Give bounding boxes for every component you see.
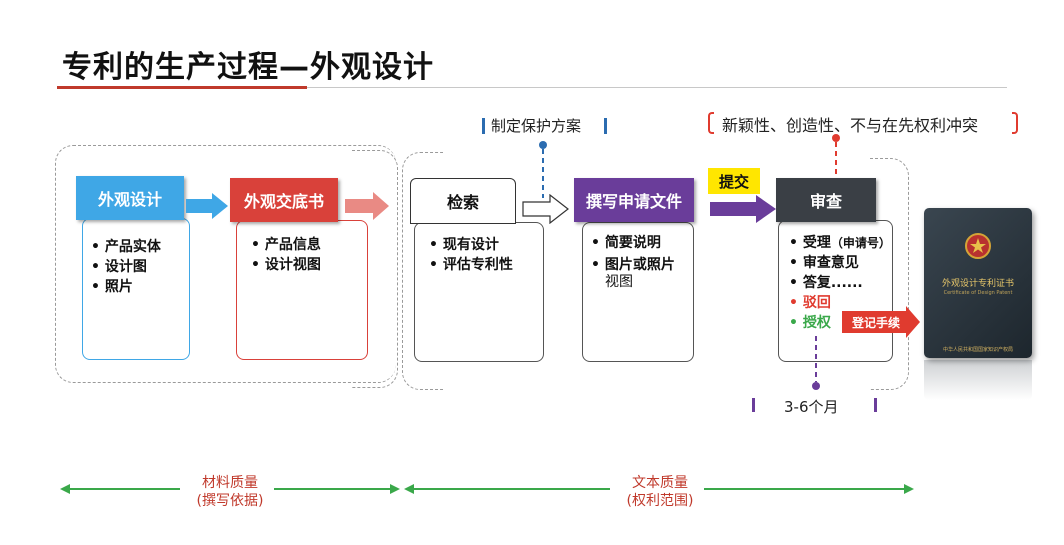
submit-badge: 提交 [708, 168, 760, 194]
protection-plan-label: 制定保护方案 [491, 117, 582, 135]
text-quality-line2: (权利范围) [626, 493, 694, 509]
examination-item-grant: • 授权 [789, 315, 831, 331]
arrow-application-to-examination [710, 195, 776, 223]
design-item: • 产品实体 [91, 239, 161, 255]
arrow-design-to-disclosure [186, 193, 228, 219]
certificate-reflection [924, 360, 1032, 400]
application-item: • 简要说明 [591, 235, 661, 251]
title-divider [57, 87, 1007, 88]
material-quality-arrow [60, 484, 400, 494]
design-item: • 照片 [91, 279, 133, 295]
design-items-box: • 产品实体 • 设计图 • 照片 [82, 218, 190, 360]
title-accent-bar [57, 86, 307, 89]
material-quality-line2: (撰写依据) [196, 493, 264, 509]
examination-application-number: （申请号） [830, 236, 891, 250]
text-quality-label: 文本质量 (权利范围) [610, 474, 710, 510]
criteria-bracket-left [708, 112, 714, 134]
duration-bracket-right [874, 398, 877, 412]
duration-bracket-left [752, 398, 755, 412]
criteria-bracket-right [1012, 112, 1018, 134]
national-emblem-icon [965, 233, 991, 259]
material-quality-line1: 材料质量 [202, 475, 258, 491]
examination-item-reject: • 驳回 [789, 295, 831, 311]
registration-arrow [842, 306, 920, 338]
design-item: • 设计图 [91, 259, 147, 275]
step-design: 外观设计 [76, 176, 184, 220]
search-item: • 现有设计 [429, 237, 499, 253]
criteria-connector [832, 134, 840, 180]
search-items-box: • 现有设计 • 评估专利性 [414, 222, 544, 362]
protection-plan-bracket-right [604, 118, 607, 134]
examination-item: • 审查意见 [789, 255, 859, 271]
text-quality-arrow [404, 484, 914, 494]
examination-item-accept: • 受理（申请号） [789, 233, 891, 253]
certificate-issuer: 中华人民共和国国家知识产权局 [942, 347, 1013, 353]
step-disclosure: 外观交底书 [230, 178, 338, 222]
disclosure-item: • 设计视图 [251, 257, 321, 273]
design-patent-certificate: 外观设计专利证书 Certificate of Design Patent 中华… [924, 208, 1032, 358]
criteria-label: 新颖性、创造性、不与在先权利冲突 [722, 116, 979, 135]
disclosure-items-box: • 产品信息 • 设计视图 [236, 220, 368, 360]
application-item: 视图 [605, 274, 633, 290]
text-quality-line1: 文本质量 [632, 475, 688, 491]
application-item: • 图片或照片 [591, 257, 675, 273]
application-items-box: • 简要说明 • 图片或照片 视图 [582, 222, 694, 362]
registration-label: 登记手续 [852, 316, 901, 330]
text-group-bracket-left [402, 152, 443, 390]
arrow-search-to-application [522, 194, 569, 224]
examination-item: • 答复...... [789, 275, 863, 291]
disclosure-item: • 产品信息 [251, 237, 321, 253]
material-quality-label: 材料质量 (撰写依据) [180, 474, 280, 510]
material-group-bracket [55, 145, 396, 383]
material-group-bracket-right [352, 150, 398, 388]
certificate-subtitle: Certificate of Design Patent [943, 290, 1013, 296]
protection-plan-connector [539, 141, 547, 198]
page-title: 专利的生产过程—外观设计 [62, 50, 434, 85]
examination-items-box: • 受理（申请号） • 审查意见 • 答复...... • 驳回 • 授权 [778, 220, 893, 362]
arrow-disclosure-to-search [345, 192, 389, 220]
duration-connector [812, 336, 820, 390]
step-search: 检索 [410, 178, 516, 224]
examination-accept-label: • 受理 [789, 235, 831, 251]
certificate-title: 外观设计专利证书 [941, 279, 1014, 289]
protection-plan-bracket-left [482, 118, 485, 134]
step-application: 撰写申请文件 [574, 178, 694, 222]
text-group-bracket-right [870, 158, 909, 390]
step-examination: 审查 [776, 178, 876, 222]
search-item: • 评估专利性 [429, 257, 513, 273]
duration-label: 3-6个月 [784, 398, 839, 416]
